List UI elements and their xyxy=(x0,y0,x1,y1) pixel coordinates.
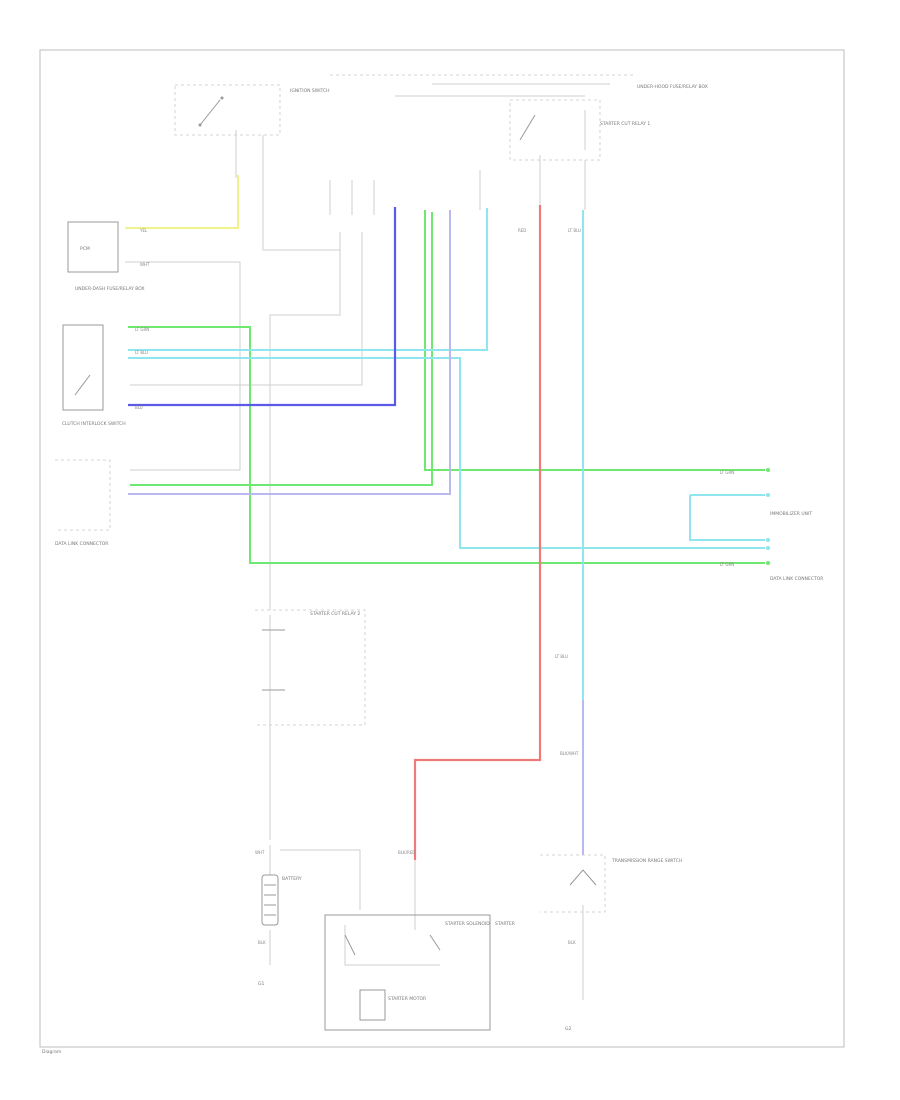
svg-text:LT BLU: LT BLU xyxy=(568,228,581,233)
svg-text:BLU: BLU xyxy=(135,405,143,410)
footer-label: Diagram xyxy=(42,1049,61,1055)
clutch-interlock-label: CLUTCH INTERLOCK SWITCH xyxy=(62,421,126,427)
starter-cut-relay-2: STARTER CUT RELAY 2 xyxy=(255,609,366,726)
gray-wires xyxy=(125,74,635,1000)
green-wires xyxy=(128,210,765,564)
svg-text:BLK/RED: BLK/RED xyxy=(398,850,415,855)
data-link-label: DATA LINK CONNECTOR xyxy=(55,541,108,547)
starter-motor-label: STARTER MOTOR xyxy=(388,996,426,1002)
svg-text:LT GRN: LT GRN xyxy=(135,327,149,332)
ignition-switch: IGNITION SWITCH xyxy=(174,84,330,136)
pcm-box: PCM UNDER-DASH FUSE/RELAY BOX xyxy=(67,221,145,292)
ignition-switch-label: IGNITION SWITCH xyxy=(290,88,330,94)
svg-text:LT GRN: LT GRN xyxy=(720,562,734,567)
red-wire xyxy=(413,205,542,860)
starter-cut-relay-label: STARTER CUT RELAY 1 xyxy=(600,121,650,127)
starter-label: STARTER xyxy=(495,921,515,927)
battery-label: BATTERY xyxy=(282,876,302,882)
transmission-range-label: TRANSMISSION RANGE SWITCH xyxy=(611,858,682,864)
svg-text:LT BLU: LT BLU xyxy=(555,654,568,659)
svg-text:BLK: BLK xyxy=(258,940,266,945)
pcm-label: PCM xyxy=(80,246,90,252)
svg-text:LT BLU: LT BLU xyxy=(135,350,148,355)
svg-text:BLK/WHT: BLK/WHT xyxy=(560,751,579,756)
starter-cut-relay-2-label: STARTER CUT RELAY 2 xyxy=(310,611,360,617)
right-connector: IMMOBILIZER UNIT DATA LINK CONNECTOR xyxy=(766,468,823,582)
underhood-fuse-box: UNDER-HOOD FUSE/RELAY BOX STARTER CUT RE… xyxy=(509,84,708,161)
battery: BATTERY G1 xyxy=(258,874,302,987)
data-link-right-label: DATA LINK CONNECTOR xyxy=(770,576,823,582)
yellow-wire xyxy=(125,175,239,229)
ground-left-label: G1 xyxy=(258,981,264,987)
svg-text:RED: RED xyxy=(518,228,526,233)
transmission-range-switch: TRANSMISSION RANGE SWITCH G2 xyxy=(540,854,682,1032)
svg-text:BLK: BLK xyxy=(568,940,576,945)
data-link-connector: DATA LINK CONNECTOR xyxy=(55,459,111,547)
starter: STARTER STARTER SOLENOID STARTER MOTOR xyxy=(324,914,515,1031)
svg-text:LT GRN: LT GRN xyxy=(720,470,734,475)
cyan-wires xyxy=(128,208,765,700)
underhood-fuse-label: UNDER-HOOD FUSE/RELAY BOX xyxy=(637,84,708,90)
blue-wire xyxy=(128,207,397,407)
wire-code-labels: YEL WHT LT GRN LT BLU BLU RED LT BLU LT … xyxy=(135,228,734,945)
lavender-wires xyxy=(128,210,584,855)
starter-cut-relay-left: CLUTCH INTERLOCK SWITCH xyxy=(62,324,126,427)
svg-text:WHT: WHT xyxy=(140,262,150,267)
diagram-frame xyxy=(39,49,845,1048)
svg-text:YEL: YEL xyxy=(139,228,148,233)
under-dash-fuse-label: UNDER-DASH FUSE/RELAY BOX xyxy=(75,286,145,292)
immobilizer-label: IMMOBILIZER UNIT xyxy=(770,511,812,517)
starter-solenoid-label: STARTER SOLENOID xyxy=(445,921,490,927)
svg-text:WHT: WHT xyxy=(255,850,265,855)
ground-right-label: G2 xyxy=(565,1026,571,1032)
